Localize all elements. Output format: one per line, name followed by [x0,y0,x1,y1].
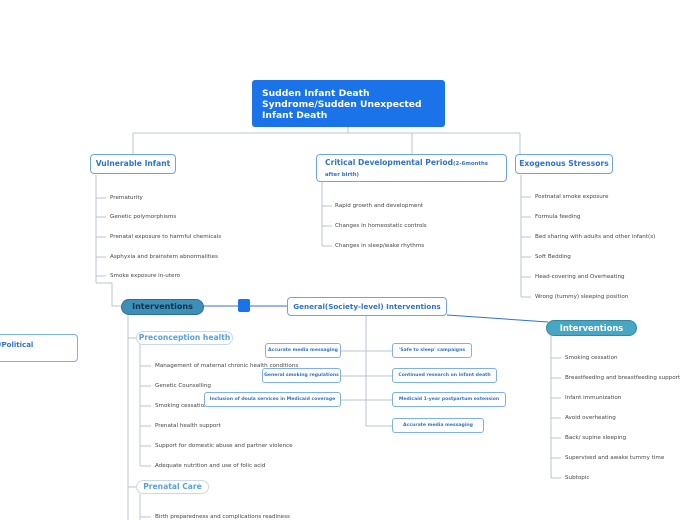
leaf-item[interactable]: Genetic Counselling [155,383,211,389]
leaf-item[interactable]: Management of maternal chronic health co… [155,363,299,369]
leaf-item[interactable]: Support for domestic abuse and partner v… [155,443,293,449]
leaf-item[interactable]: Soft Bedding [535,254,571,260]
critical-period-title: Critical Developmental Period [325,158,454,167]
leaf-item[interactable]: Subtopic [565,475,590,481]
leaf-item[interactable]: Formula feeding [535,214,581,220]
leaf-item[interactable]: Changes in sleep/wake rhythms [335,243,425,249]
leaf-item[interactable]: Prematurity [110,195,143,201]
leaf-item[interactable]: Bed sharing with adults and other infant… [535,234,656,240]
exogenous-stressors-node[interactable]: Exogenous Stressors [515,154,613,174]
interventions-pill-right[interactable]: Interventions [546,320,637,336]
leaf-item[interactable]: Breastfeeding and breastfeeding support [565,375,681,381]
leaf-item[interactable]: Adequate nutrition and use of folic acid [155,463,266,469]
critical-period-subtitle: (2-6months after birth) [325,161,489,178]
leaf-item[interactable]: Birth preparedness and complications rea… [155,514,290,520]
leaf-item[interactable]: Changes in homeostatic controls [335,223,427,229]
leaf-item[interactable]: Supervised and awake tummy time [565,455,665,461]
leaf-item[interactable]: Postnatal smoke exposure [535,194,609,200]
leaf-item[interactable]: Prenatal health support [155,423,221,429]
leaf-item[interactable]: Wrong (tummy) sleeping position [535,294,629,300]
leaf-item[interactable]: Rapid growth and development [335,203,424,209]
general-subnode[interactable]: General smoking regulations [262,368,341,383]
general-interventions-node[interactable]: General(Society-level) Interventions [287,297,447,316]
leaf-item[interactable]: Smoking cessation [155,403,208,409]
leaf-item[interactable]: Smoking cessation [565,355,618,361]
general-subnode[interactable]: Accurate media messaging [392,418,484,433]
interventions-pill-left[interactable]: Interventions [121,299,204,315]
leaf-item[interactable]: Head-covering and Overheating [535,274,625,280]
general-subnode[interactable]: 'Safe to sleep' campaigns [392,343,472,358]
general-subnode[interactable]: Accurate media messaging [265,343,341,358]
leaf-item[interactable]: Genetic polymorphisms [110,214,177,220]
general-subnode[interactable]: Inclusion of doula services in Medicaid … [204,392,341,407]
leaf-item[interactable]: Asphyxia and brainstem abnormalities [110,254,218,260]
leaf-item[interactable]: Avoid overheating [565,415,616,421]
general-subnode[interactable]: Medicaid 1-year postpartum extension [392,392,506,407]
general-subnode[interactable]: Continued research on infant death [392,368,497,383]
prenatal-care-node[interactable]: Prenatal Care [136,480,209,494]
vulnerable-infant-node[interactable]: Vulnerable Infant [90,154,176,174]
preconception-health-node[interactable]: Preconception health [136,331,233,345]
leaf-item[interactable]: Infant immunization [565,395,622,401]
political-node-partial[interactable]: /Political [0,334,78,362]
collapse-connector-handle[interactable] [238,299,250,312]
critical-period-node[interactable]: Critical Developmental Period(2-6months … [316,154,507,182]
leaf-item[interactable]: Back/ supine sleeping [565,435,627,441]
leaf-item[interactable]: Smoke exposure in-utero [110,273,181,279]
leaf-item[interactable]: Prenatal exposure to harmful chemicals [110,234,222,240]
root-topic[interactable]: Sudden Infant Death Syndrome/Sudden Unex… [252,80,445,127]
